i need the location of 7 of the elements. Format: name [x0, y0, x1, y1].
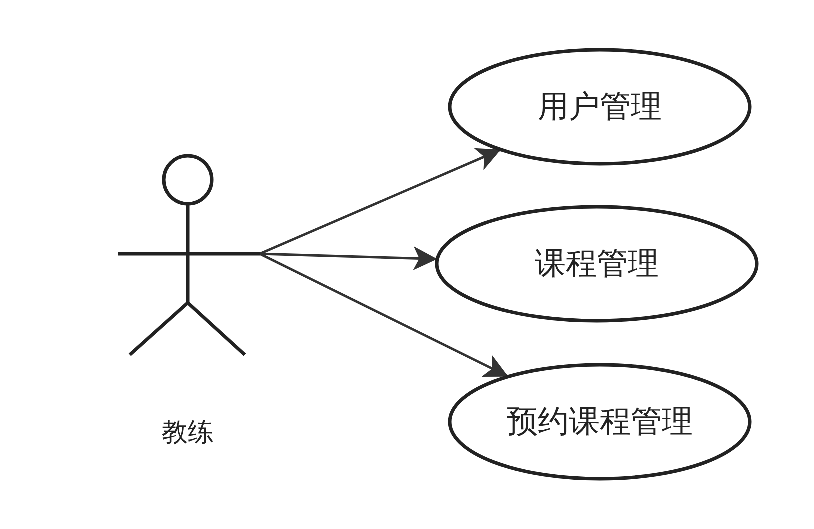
use-case-label: 课程管理: [535, 245, 659, 284]
use-case-label: 用户管理: [538, 88, 662, 127]
actor-label: 教练: [161, 417, 215, 450]
arrow: [259, 252, 510, 378]
arrow: [260, 246, 438, 271]
arrow: [260, 148, 502, 256]
use-case-label: 预约课程管理: [507, 403, 693, 442]
